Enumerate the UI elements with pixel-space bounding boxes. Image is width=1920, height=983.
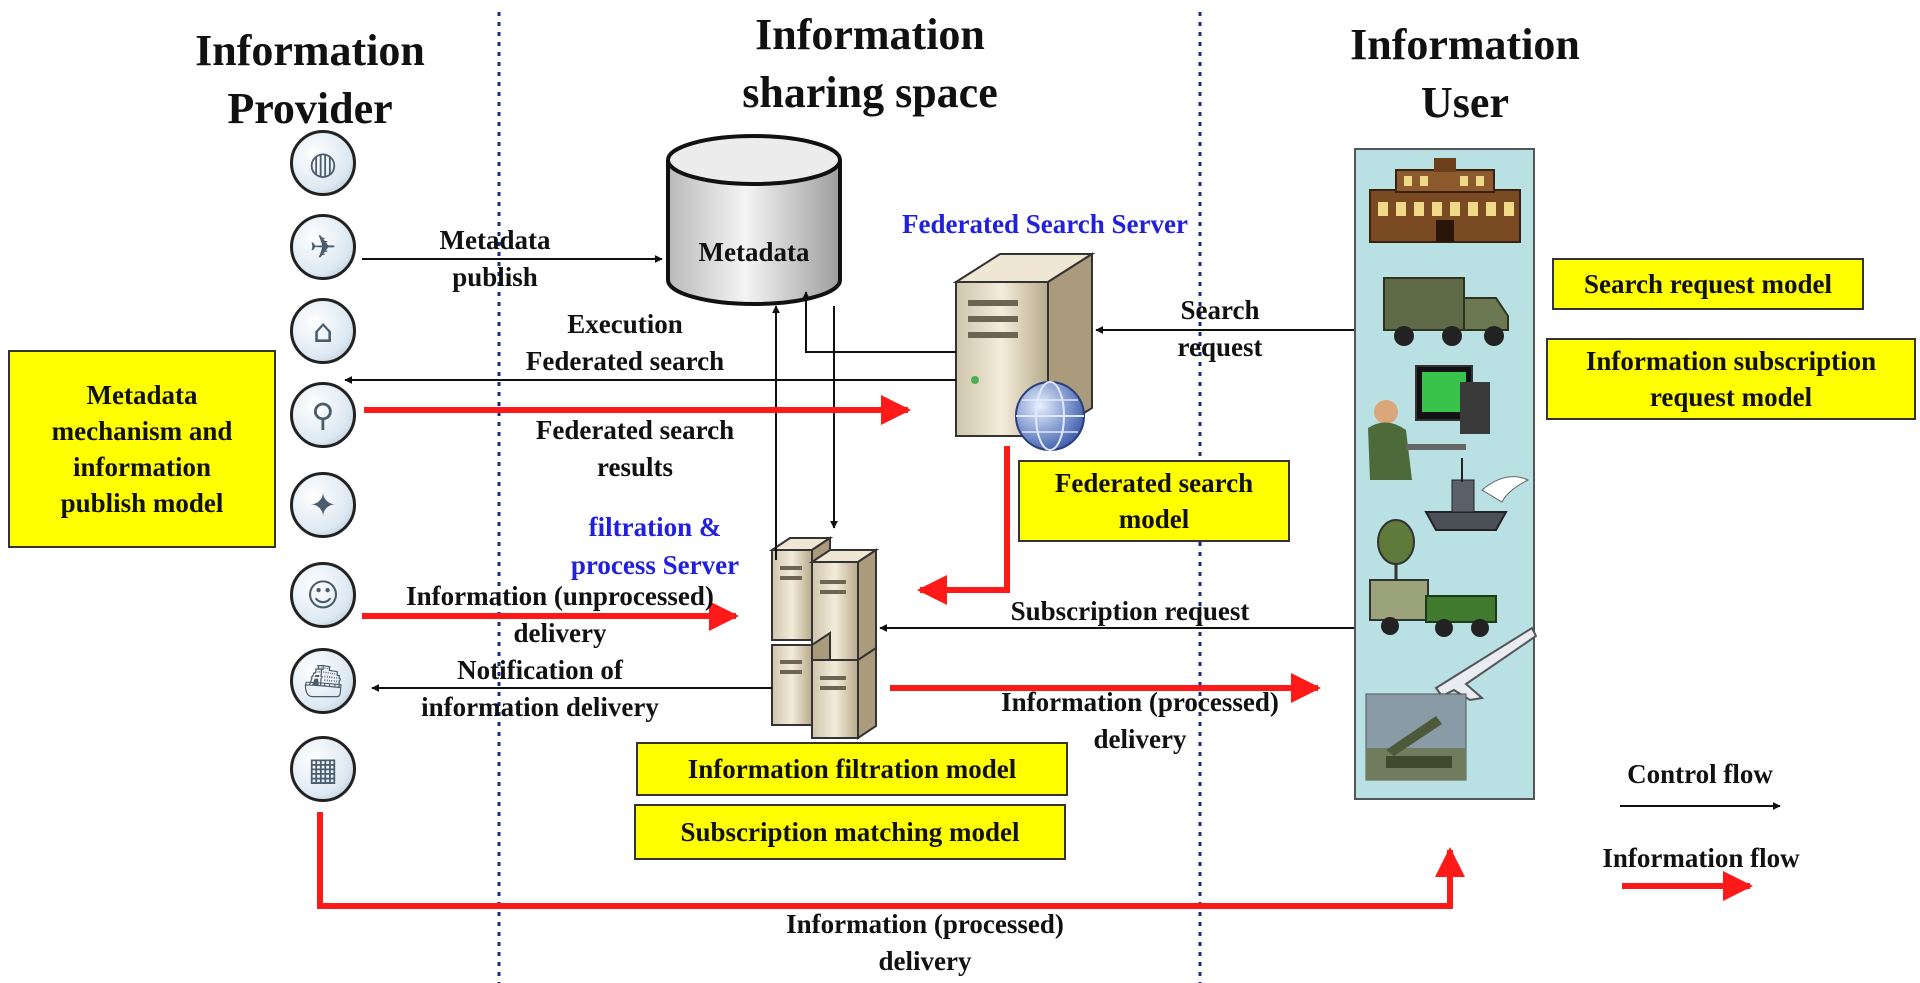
federated-search-results-label: Federated search results <box>535 415 735 482</box>
warship-icon <box>1424 458 1530 531</box>
unprocessed-delivery-label: Information (unprocessed) delivery <box>406 581 714 648</box>
building-icon: ▦ <box>290 736 356 802</box>
subscription-request-model-box: Information subscription request model <box>1546 338 1916 420</box>
user-header: Information User <box>1350 20 1580 127</box>
filtration-model-box: Information filtration model <box>636 742 1068 796</box>
search-request-model-box: Search request model <box>1552 258 1864 310</box>
metadata-publish-model-box: Metadata mechanism and information publi… <box>8 350 276 548</box>
user-icons-canvas <box>1365 158 1537 781</box>
subscription-matching-model-box: Subscription matching model <box>634 804 1066 860</box>
arrow-bottom-processed-delivery <box>317 812 1465 909</box>
operator-icon: ☺ <box>290 562 356 628</box>
metadata-publish-label: Metadata publish <box>439 225 551 292</box>
notification-delivery-label: Notification of information delivery <box>421 655 659 722</box>
information-flow-arrows <box>317 395 1753 909</box>
arrow-server-to-metadata <box>802 291 956 353</box>
control-flow-arrows <box>344 255 1781 810</box>
metadata-db-label: Metadata <box>698 237 810 267</box>
processed-delivery-user-label: Information (processed) delivery <box>1001 687 1279 754</box>
truck-icon <box>1383 277 1509 346</box>
globe-icon: ◍ <box>290 130 356 196</box>
legend-information-flow-label: Information flow <box>1602 843 1800 873</box>
provider-header: Information Provider <box>195 26 425 133</box>
headquarters-icon <box>1369 158 1521 243</box>
arrow-search-results-to-filtration <box>917 446 1010 605</box>
soldier-computer-icon <box>1368 365 1490 480</box>
radar-vehicle-icon <box>1369 519 1497 637</box>
federated-search-model-box: Federated search model <box>1018 460 1290 542</box>
processed-delivery-bottom-label: Information (processed) delivery <box>786 909 1064 976</box>
missile-launcher-icon <box>1365 693 1467 781</box>
search-request-label: Search request <box>1177 295 1263 362</box>
ship-icon: ⛴ <box>290 648 356 714</box>
user-panel <box>1354 148 1537 800</box>
filtration-server-icon <box>768 536 880 740</box>
execution-federated-search-label: Execution Federated search <box>525 309 725 376</box>
aircraft-icon: ✈ <box>290 214 356 280</box>
radar-station-icon: ⌂ <box>290 298 356 364</box>
federated-search-server-label: Federated Search Server <box>902 209 1188 239</box>
sharing-space-header: Information sharing space <box>742 10 998 117</box>
satellite-dish-icon: ⚲ <box>290 382 356 448</box>
filtration-server-label: filtration & process Server <box>570 512 740 580</box>
satellite-icon: ✦ <box>290 472 356 538</box>
legend-control-flow-label: Control flow <box>1627 759 1773 789</box>
federated-search-server-icon <box>952 252 1096 451</box>
metadata-cylinder <box>666 134 842 306</box>
fighter-jet-icon <box>1434 626 1537 702</box>
subscription-request-label: Subscription request <box>1010 596 1250 626</box>
